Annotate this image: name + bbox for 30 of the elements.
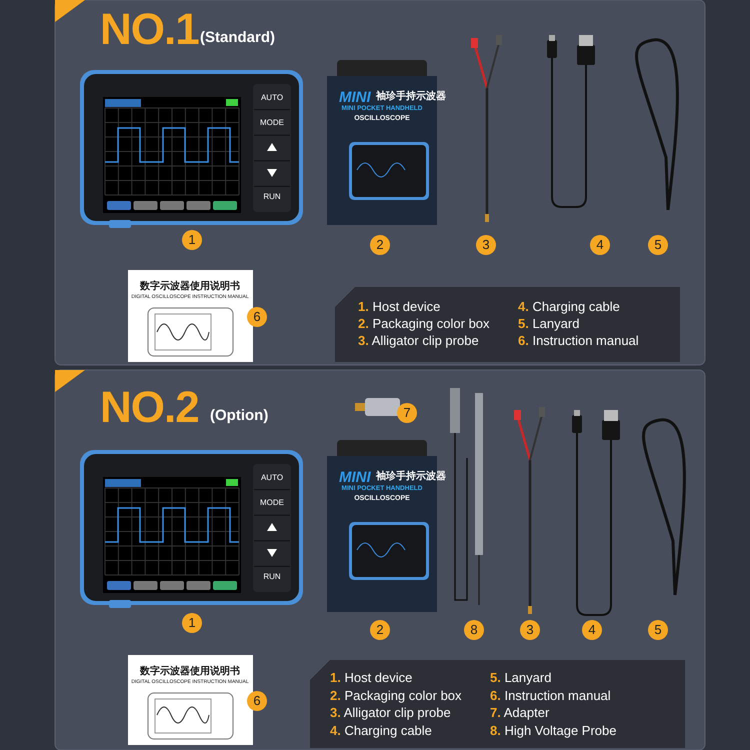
list-item: 3. Alligator clip probe: [330, 706, 451, 719]
list-item: 1. Host device: [358, 300, 440, 313]
list-item: 8. High Voltage Probe: [490, 724, 616, 736]
package-title: MINI: [339, 90, 371, 105]
manual-title: 数字示波器使用说明书: [140, 282, 240, 292]
list-item: 2. Packaging color box: [358, 317, 490, 330]
subheading: (Standard): [200, 30, 275, 45]
package-title: MINI: [339, 470, 371, 485]
package-title: 袖珍手持示波器: [376, 92, 446, 102]
package-title: 袖珍手持示波器: [376, 472, 446, 482]
button-label: RUN: [263, 573, 281, 581]
subheading: (Option): [210, 408, 268, 423]
list-item: 1. Host device: [330, 671, 412, 684]
button-label: MODE: [260, 119, 284, 127]
list-item: 6. Instruction manual: [518, 334, 639, 347]
button-label: MODE: [260, 499, 284, 507]
button-label: AUTO: [260, 94, 284, 102]
list-item: 4. Charging cable: [330, 724, 432, 736]
list-item: 7. Adapter: [490, 706, 550, 719]
heading: NO.1: [100, 8, 199, 52]
list-item: 4. Charging cable: [518, 300, 620, 313]
heading: NO.2: [100, 386, 199, 430]
list-item: 5. Lanyard: [518, 317, 580, 330]
list-item: 6. Instruction manual: [490, 688, 611, 702]
manual-title: 数字示波器使用说明书: [140, 667, 240, 677]
list-item: 3. Alligator clip probe: [358, 334, 479, 347]
list-item: 5. Lanyard: [490, 671, 552, 684]
list-item: 2. Packaging color box: [330, 688, 462, 702]
button-label: AUTO: [260, 474, 284, 482]
button-label: RUN: [263, 193, 281, 201]
